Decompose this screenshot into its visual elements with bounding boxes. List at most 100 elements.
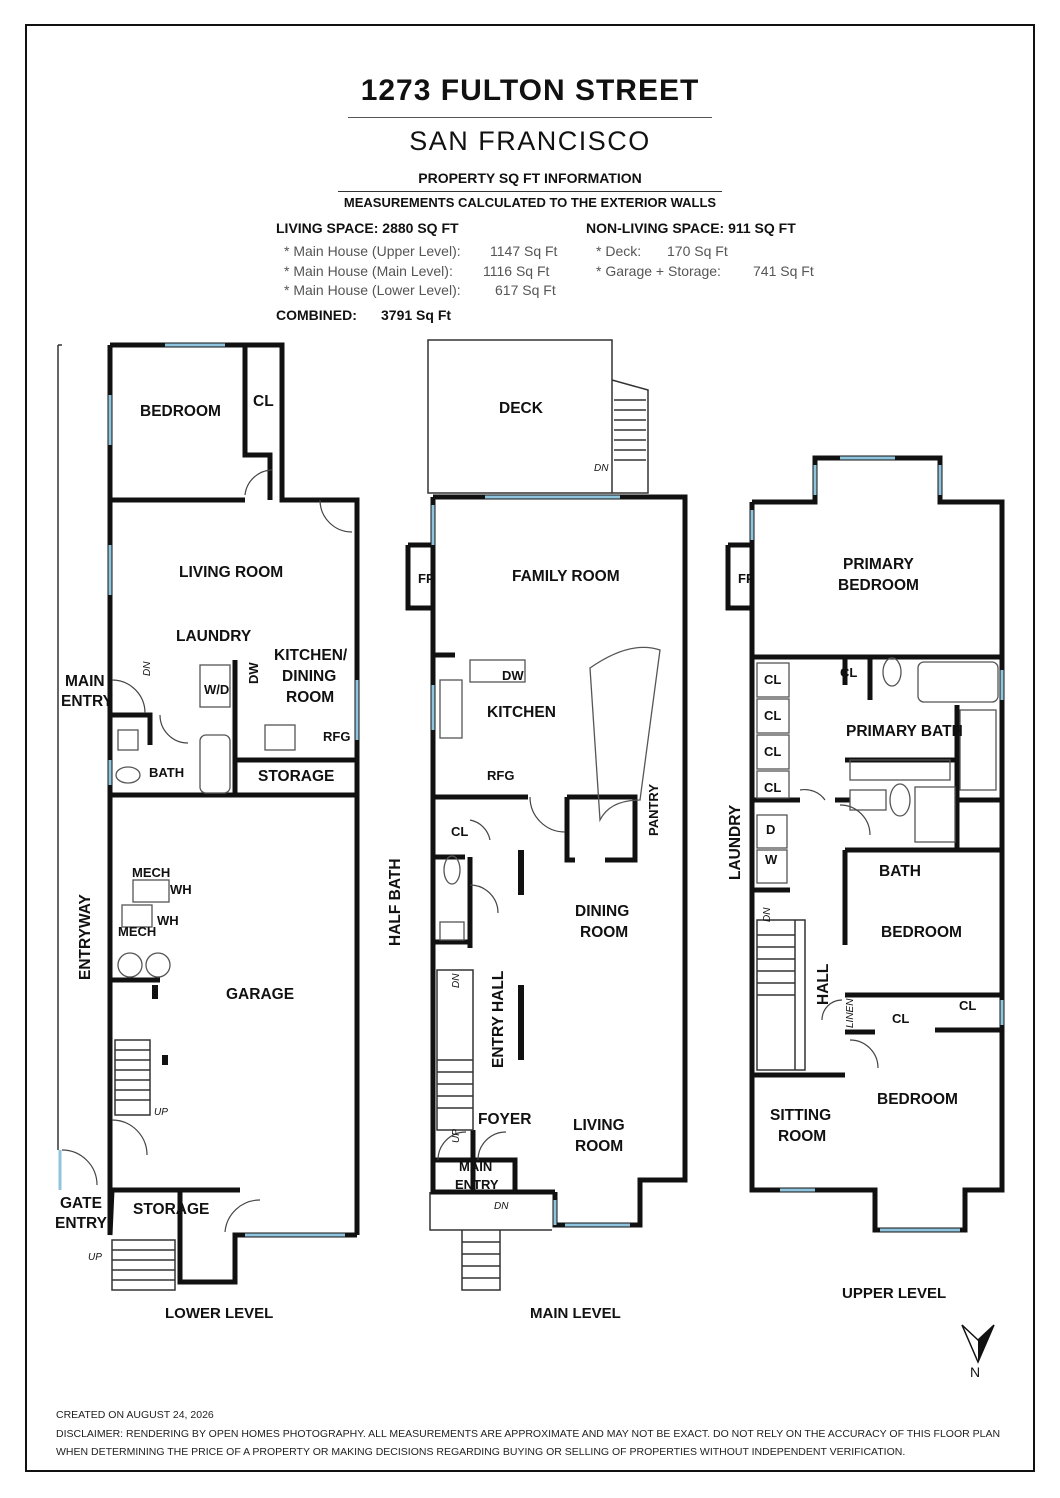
stair-down-label: DN	[142, 661, 153, 676]
dishwasher-label-main: DW	[502, 668, 524, 683]
room-label-closet: CL	[253, 393, 274, 410]
room-label-kitchen-1: KITCHEN/	[274, 647, 348, 664]
washer-dryer-label: W/D	[204, 682, 229, 697]
level-label-upper: UPPER LEVEL	[842, 1285, 947, 1302]
non-living-row-value: 170 Sq Ft	[667, 243, 728, 259]
room-label-laundry: LAUNDRY	[176, 628, 252, 645]
room-label-storage-top: STORAGE	[258, 768, 334, 785]
non-living-row-label: * Deck:	[596, 243, 642, 259]
refrigerator-label: RFG	[323, 729, 350, 744]
closet-label-3: CL	[764, 744, 781, 759]
lower-level-walls	[107, 342, 360, 1285]
room-label-entry-hall: ENTRY HALL	[490, 971, 507, 1068]
fixtures	[115, 646, 999, 978]
stair-up-label-2: UP	[88, 1252, 102, 1263]
closet-label-6: CL	[892, 1011, 909, 1026]
room-label-dining-2: ROOM	[580, 924, 628, 941]
disclaimer-line-1: DISCLAIMER: RENDERING BY OPEN HOMES PHOT…	[56, 1428, 1001, 1440]
main-entry-label-1: MAIN	[459, 1159, 492, 1174]
closet-label-1: CL	[764, 672, 781, 687]
main-entry-label-2: ENTRY	[61, 693, 114, 710]
compass-arrow-fill	[978, 1325, 994, 1362]
foyer-stair-up-label: UP	[451, 1129, 462, 1143]
non-living-space-heading: NON-LIVING SPACE: 911 SQ FT	[586, 220, 796, 236]
page-border	[25, 24, 1035, 1472]
level-label-lower: LOWER LEVEL	[165, 1305, 274, 1322]
compass-north-label: N	[970, 1364, 981, 1380]
main-entry-label-1: MAIN	[65, 673, 105, 690]
fireplace-label-main: FP	[418, 571, 435, 586]
room-label-living-room: LIVING ROOM	[179, 564, 283, 581]
door-swings	[61, 469, 879, 1233]
room-label-bath: BATH	[149, 765, 184, 780]
title-divider	[348, 117, 712, 118]
combined-value: 3791 Sq Ft	[381, 307, 452, 323]
mech-label-1: MECH	[132, 865, 170, 880]
windows	[58, 343, 1004, 1237]
room-label-kitchen: KITCHEN	[487, 704, 556, 721]
room-label-pantry: PANTRY	[646, 784, 661, 836]
mech-label-2: MECH	[118, 924, 156, 939]
info-divider	[338, 191, 722, 192]
entry-stair-down-label: DN	[451, 973, 462, 988]
disclaimer-line-2: WHEN DETERMINING THE PRICE OF A PROPERTY…	[56, 1446, 906, 1458]
room-label-storage-bottom: STORAGE	[133, 1201, 209, 1218]
living-row-value: 1147 Sq Ft	[490, 243, 558, 259]
room-label-sitting-1: SITTING	[770, 1107, 831, 1124]
property-address: 1273 FULTON STREET	[360, 74, 700, 107]
columns	[152, 850, 524, 1065]
room-label-dining-1: DINING	[575, 903, 629, 920]
deck-and-stairs	[57, 339, 806, 1291]
combined-label: COMBINED:	[276, 307, 357, 323]
dishwasher-label: DW	[246, 662, 261, 684]
living-row-value: 617 Sq Ft	[495, 282, 556, 298]
water-heater-label-2: WH	[157, 913, 179, 928]
info-title: PROPERTY SQ FT INFORMATION	[418, 170, 642, 186]
closet-label-7: CL	[959, 998, 976, 1013]
room-label-primary-bath: PRIMARY BATH	[846, 723, 963, 740]
room-label-bedroom-1: BEDROOM	[881, 924, 962, 941]
created-date: CREATED ON AUGUST 24, 2026	[56, 1409, 214, 1421]
room-label-primary-1: PRIMARY	[843, 556, 915, 573]
room-label-kitchen-3: ROOM	[286, 689, 334, 706]
non-living-row-value: 741 Sq Ft	[753, 263, 814, 279]
room-label-primary-2: BEDROOM	[838, 577, 919, 594]
gate-entry-label-1: GATE	[60, 1195, 102, 1212]
level-label-main: MAIN LEVEL	[530, 1305, 621, 1322]
non-living-row-label: * Garage + Storage:	[596, 263, 721, 279]
room-label-living-1: LIVING	[573, 1117, 625, 1134]
room-label-laundry-upper: LAUNDRY	[727, 804, 744, 880]
room-label-foyer: FOYER	[478, 1111, 531, 1128]
room-label-family-room: FAMILY ROOM	[512, 568, 620, 585]
main-level-walls	[405, 494, 688, 1228]
closet-label-5: CL	[840, 665, 857, 680]
room-label-deck: DECK	[499, 400, 544, 417]
dryer-label: D	[766, 822, 775, 837]
stair-up-label-1: UP	[154, 1107, 168, 1118]
fireplace-label-upper: FP	[738, 571, 755, 586]
gate-entry-label-2: ENTRY	[55, 1215, 108, 1232]
room-label-bedroom: BEDROOM	[140, 403, 221, 420]
living-row-value: 1116 Sq Ft	[483, 263, 550, 279]
room-label-bath-upper: BATH	[879, 863, 921, 880]
washer-label: W	[765, 852, 778, 867]
water-heater-label-1: WH	[170, 882, 192, 897]
closet-label-2: CL	[764, 708, 781, 723]
room-label-half-bath: HALF BATH	[387, 858, 404, 946]
room-label-entryway: ENTRYWAY	[77, 893, 94, 980]
linen-closet-label: LINEN	[845, 998, 856, 1028]
living-row-label: * Main House (Upper Level):	[284, 243, 461, 259]
room-label-bedroom-2: BEDROOM	[877, 1091, 958, 1108]
living-space-heading: LIVING SPACE: 2880 SQ FT	[276, 220, 459, 236]
info-subtitle: MEASUREMENTS CALCULATED TO THE EXTERIOR …	[343, 195, 717, 210]
room-label-sitting-2: ROOM	[778, 1128, 826, 1145]
room-label-hall: HALL	[815, 964, 832, 1005]
refrigerator-label-main: RFG	[487, 768, 514, 783]
closet-label-main: CL	[451, 824, 468, 839]
upper-stair-down-label: DN	[762, 907, 773, 922]
main-entry-label-2: ENTRY	[455, 1177, 499, 1192]
room-label-garage: GARAGE	[226, 986, 294, 1003]
combined-total: COMBINED: 3791 Sq Ft	[276, 307, 451, 323]
living-row-label: * Main House (Lower Level):	[284, 282, 461, 298]
